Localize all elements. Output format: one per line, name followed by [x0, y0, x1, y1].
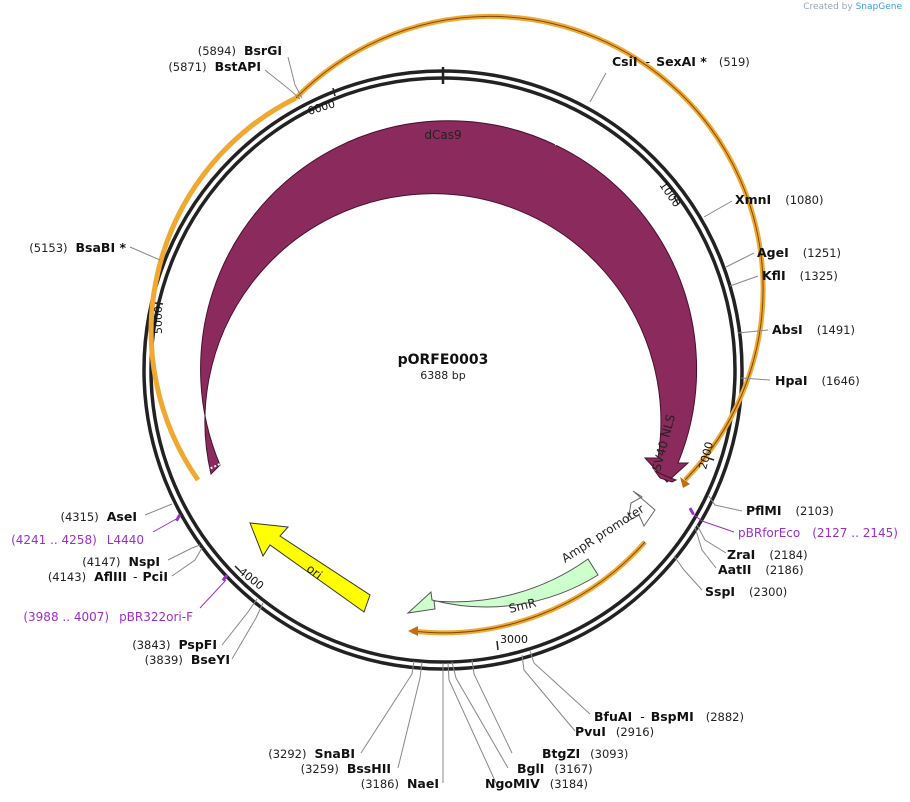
site-bfuai-bspmi: BfuAI-BspMI(2882) — [594, 709, 744, 724]
dcas9-break-left — [206, 462, 223, 471]
site-snabi: (3292)SnaBI — [268, 746, 355, 761]
dcas9-label: dCas9 — [424, 128, 461, 142]
dcas9-orange-strand-left — [148, 95, 298, 482]
svg-text:3000: 3000 — [500, 633, 528, 646]
site-hpai: HpaI(1646) — [775, 373, 860, 388]
site-bseyi: (3839)BseYI — [145, 652, 230, 667]
svg-text:2000: 2000 — [696, 440, 716, 470]
site-bsrgi: (5894)BsrGI — [198, 43, 282, 58]
plasmid-name: pORFE0003 — [398, 352, 489, 368]
site-bsabi: (5153)BsaBI * — [29, 240, 126, 255]
primer-leader-lines — [152, 513, 735, 609]
smr-strand-arrow — [408, 626, 418, 636]
site-kfli: KflI(1325) — [762, 268, 838, 283]
tick-5000: 5000 — [152, 302, 165, 334]
smr-feature — [406, 558, 599, 614]
site-csii-sexai: CsiI-SexAI *(519) — [612, 54, 750, 69]
site-zrai: ZraI(2184) — [727, 547, 808, 562]
primer-pbr322ori-f: (3988 .. 4007)pBR322ori-F — [23, 610, 193, 624]
primer-marks — [175, 507, 695, 582]
snapgene-credit: Created by SnapGene — [803, 2, 902, 12]
svg-text:5000: 5000 — [152, 306, 165, 334]
tick-1000: 1000 — [657, 179, 684, 209]
site-bstapi: (5871)BstAPI — [168, 59, 261, 74]
sv40-nls-feature — [653, 469, 678, 483]
tick-3000: 3000 — [496, 633, 528, 651]
primer-l4440: (4241 .. 4258)L4440 — [11, 533, 144, 547]
site-btgzi: BtgZI(3093) — [542, 746, 628, 761]
plasmid-size: 6388 bp — [420, 369, 465, 382]
tick-2000: 2000 — [696, 440, 716, 470]
site-bgli: BglI(3167) — [517, 761, 593, 776]
primer-pbrforeco: pBRforEco(2127 .. 2145) — [738, 526, 898, 540]
dcas9-feature — [200, 120, 698, 483]
site-pspfi: (3843)PspFI — [132, 637, 217, 652]
site-agei: AgeI(1251) — [757, 245, 841, 260]
site-xmni: XmnI(1080) — [735, 192, 823, 207]
site-naei: (3186)NaeI — [361, 776, 439, 791]
site-bsshii: (3259)BssHII — [301, 761, 391, 776]
dcas9-strand-line — [295, 15, 764, 481]
site-nspi: (4147)NspI — [82, 554, 160, 569]
smr-strand-line — [411, 541, 646, 634]
site-ngomiv: NgoMIV(3184) — [485, 776, 588, 791]
svg-text:1000: 1000 — [657, 179, 684, 209]
site-leader-lines — [129, 56, 771, 784]
smr-label: SmR — [507, 596, 537, 616]
site-sspi: SspI(2300) — [705, 584, 787, 599]
ori-feature — [249, 522, 371, 613]
site-aatii: AatII(2186) — [718, 562, 804, 577]
site-pflmi: PflMI(2103) — [746, 503, 834, 518]
site-asei: (4315)AseI — [61, 509, 138, 524]
site-absi: AbsI(1491) — [772, 322, 855, 337]
site-pvui: PvuI(2916) — [575, 724, 654, 739]
site-afliii-pcii: (4143)AflIII-PciI — [48, 569, 168, 584]
strand-arrow-2000 — [680, 477, 690, 488]
ampr-promoter-feature — [627, 490, 656, 528]
